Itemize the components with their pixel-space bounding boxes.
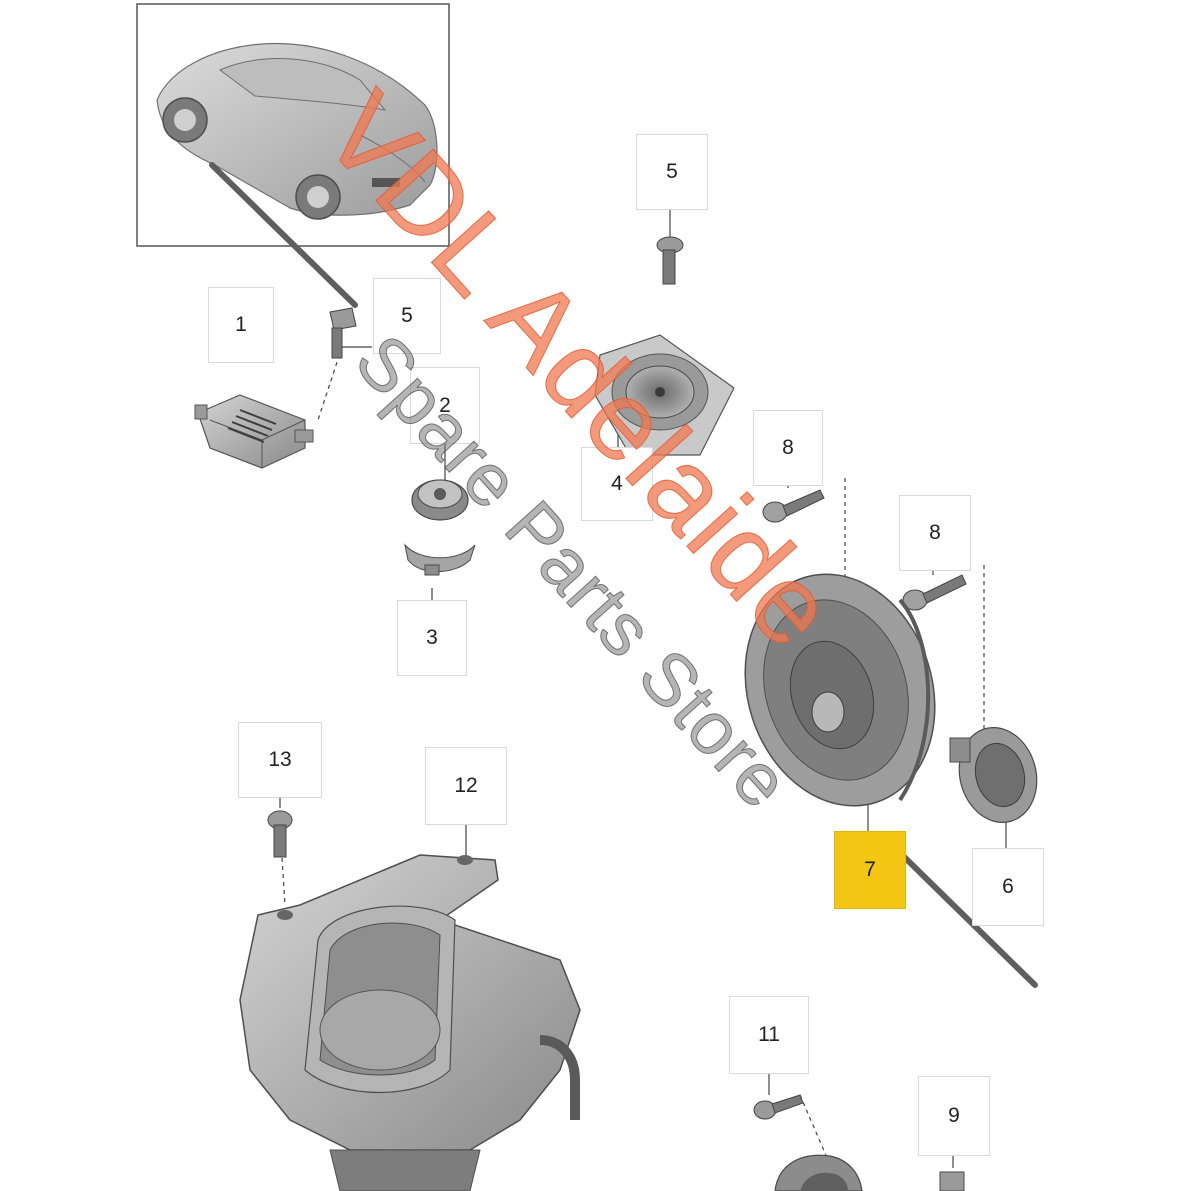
part-9-speaker-icon [774,1154,965,1191]
callout-7-selected[interactable]: 7 [834,831,906,909]
callout-12[interactable]: 12 [425,747,507,825]
part-4-speaker-bracket-icon [594,334,735,456]
callout-13[interactable]: 13 [238,722,322,798]
callout-5-top[interactable]: 5 [636,134,708,210]
vehicle-thumbnail [136,3,450,247]
part-6-tweeter-icon [949,727,1038,823]
callout-4[interactable]: 4 [581,447,653,521]
part-7-loudspeaker-icon [744,573,936,807]
callout-11[interactable]: 11 [729,996,809,1074]
callout-5-left[interactable]: 5 [373,278,441,354]
callout-8-lower[interactable]: 8 [899,495,971,571]
part-13-screw-icon [267,810,293,858]
part-3-retaining-clip-icon [404,543,476,576]
part-1-control-unit-icon [194,394,314,469]
callout-6[interactable]: 6 [972,848,1044,926]
part-5-screw-icon [329,307,357,359]
part-5-top-screw-icon [656,236,684,285]
callout-3[interactable]: 3 [397,600,467,676]
callout-8-upper[interactable]: 8 [753,410,823,486]
callout-1[interactable]: 1 [208,287,274,363]
callout-9[interactable]: 9 [918,1076,990,1156]
part-8-screw-lower-icon [902,574,967,611]
watermark-bar-upper [209,162,358,308]
part-11-screw-icon [753,1094,804,1120]
part-8-screw-upper-icon [762,489,825,523]
callout-2[interactable]: 2 [410,367,480,444]
part-2-tweeter-icon [411,479,469,521]
part-12-speaker-housing-icon [239,854,581,1191]
watermark-bar-lower [892,845,1038,988]
